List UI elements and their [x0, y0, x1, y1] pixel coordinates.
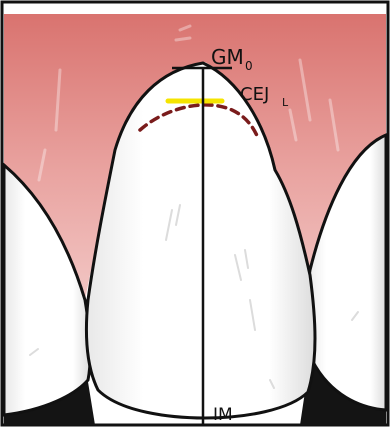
label-cej-text: CEJ — [240, 84, 269, 105]
label-gm-text: GM — [211, 45, 244, 69]
label-im: IM — [213, 405, 233, 425]
label-cej-subscript: L — [282, 96, 289, 109]
label-gm-subscript: 0 — [245, 59, 253, 73]
